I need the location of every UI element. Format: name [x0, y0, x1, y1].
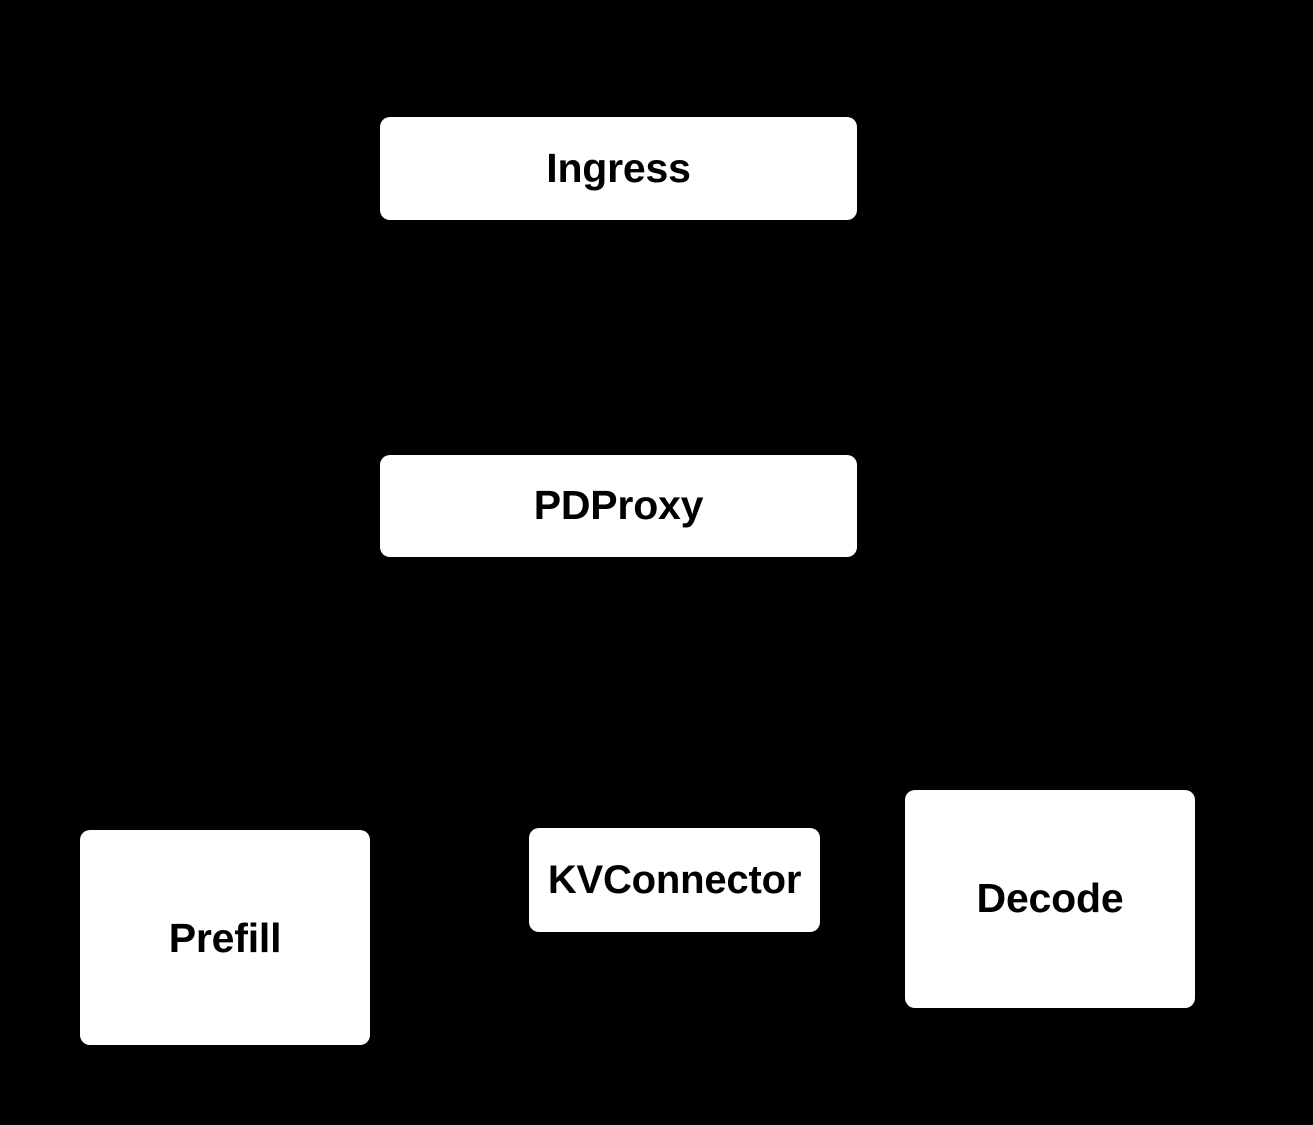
edge-pdproxy-to-decode	[616, 557, 1052, 790]
edge-pdproxy-to-prefill	[223, 557, 620, 830]
node-prefill-label: Prefill	[168, 915, 282, 961]
node-pdproxy-label: PDProxy	[533, 482, 704, 529]
node-ingress[interactable]: Ingress	[380, 117, 857, 220]
node-pdproxy[interactable]: PDProxy	[380, 455, 857, 557]
node-ingress-label: Ingress	[546, 144, 691, 191]
node-prefill[interactable]: Prefill	[80, 830, 370, 1045]
node-kvconnector[interactable]: KVConnector	[529, 828, 820, 932]
node-decode[interactable]: Decode	[905, 790, 1195, 1008]
node-decode-label: Decode	[976, 875, 1124, 922]
node-kvconnector-label: KVConnector	[547, 858, 802, 902]
